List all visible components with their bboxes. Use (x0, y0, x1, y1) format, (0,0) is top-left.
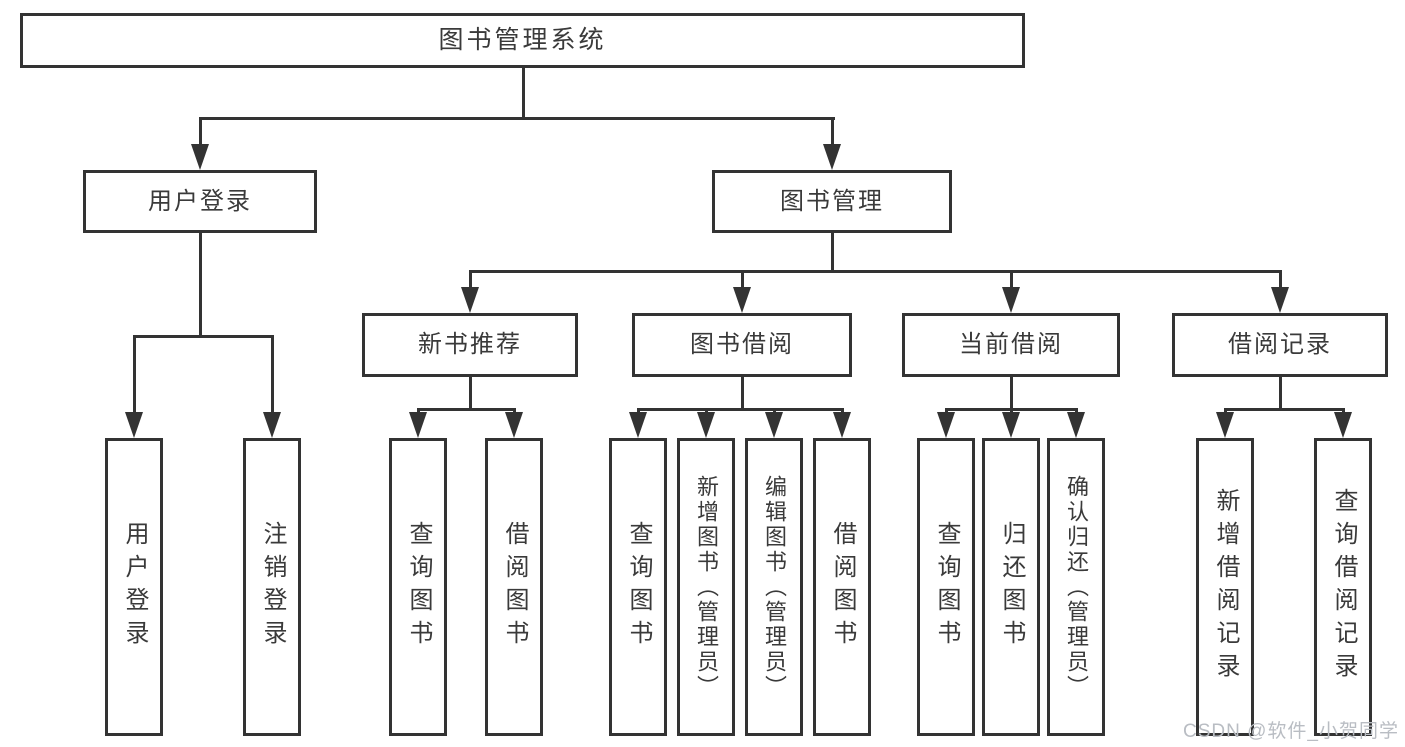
connector-line (270, 335, 274, 415)
node-user-login: 用户登录 (83, 170, 317, 233)
connector-arrow (1216, 412, 1234, 438)
node-book-management-system: 图书管理系统 (20, 13, 1025, 68)
connector-line (468, 270, 472, 290)
connector-arrow (1271, 287, 1289, 313)
node-label: 图书管理系统 (438, 26, 607, 54)
connector-line (1223, 408, 1345, 411)
node-borrowing-records: 借阅记录 (1172, 313, 1388, 377)
connector-arrow (409, 412, 427, 438)
connector-arrow (733, 287, 751, 313)
connector-arrow (1067, 412, 1085, 438)
connector-line (1278, 270, 1282, 290)
leaf-edit-books-admin: 编辑图书（管理员） (745, 438, 803, 736)
leaf-add-borrow-record: 新增借阅记录 (1196, 438, 1254, 736)
leaf-logout-login: 注销登录 (243, 438, 301, 736)
node-label: 借阅图书 (501, 521, 528, 653)
leaf-return-books: 归还图书 (982, 438, 1040, 736)
connector-line (1009, 270, 1013, 290)
connector-line (198, 117, 835, 120)
connector-line (944, 408, 948, 415)
leaf-query-books-borrow: 查询图书 (609, 438, 667, 736)
node-label: 借阅记录 (1228, 331, 1332, 358)
connector-arrow (697, 412, 715, 438)
node-label: 确认归还（管理员） (1064, 474, 1089, 700)
leaf-query-borrow-record: 查询借阅记录 (1314, 438, 1372, 736)
node-label: 图书管理 (780, 187, 884, 215)
connector-line (830, 117, 834, 147)
connector-line (830, 233, 834, 273)
connector-line (1009, 377, 1013, 410)
connector-arrow (1002, 287, 1020, 313)
connector-line (132, 335, 136, 415)
node-label: 用户登录 (121, 521, 148, 653)
connector-line (740, 270, 744, 290)
connector-arrow (1002, 412, 1020, 438)
node-label: 当前借阅 (959, 331, 1063, 358)
leaf-user-login: 用户登录 (105, 438, 163, 736)
node-new-book-recommend: 新书推荐 (362, 313, 578, 377)
connector-line (1074, 408, 1078, 415)
node-book-management: 图书管理 (712, 170, 952, 233)
connector-arrow (263, 412, 281, 438)
connector-line (1341, 408, 1345, 415)
connector-line (512, 408, 516, 415)
connector-arrow (823, 144, 841, 170)
leaf-confirm-return-admin: 确认归还（管理员） (1047, 438, 1105, 736)
connector-line (840, 408, 844, 415)
connector-arrow (937, 412, 955, 438)
connector-arrow (191, 144, 209, 170)
connector-line (636, 408, 844, 411)
connector-arrow (1334, 412, 1352, 438)
node-label: 新增图书（管理员） (694, 474, 719, 700)
node-label: 归还图书 (998, 521, 1025, 653)
node-label: 新书推荐 (418, 331, 522, 358)
node-current-borrowing: 当前借阅 (902, 313, 1120, 377)
node-label: 查询借阅记录 (1330, 488, 1357, 686)
connector-line (772, 408, 776, 415)
connector-arrow (629, 412, 647, 438)
node-label: 新增借阅记录 (1212, 488, 1239, 686)
connector-line (198, 117, 202, 147)
connector-line (468, 377, 472, 410)
node-label: 查询图书 (405, 521, 432, 653)
connector-line (636, 408, 640, 415)
node-label: 查询图书 (625, 521, 652, 653)
node-label: 图书借阅 (690, 331, 794, 358)
node-label: 用户登录 (148, 187, 252, 215)
connector-arrow (765, 412, 783, 438)
connector-line (132, 335, 274, 338)
node-label: 编辑图书（管理员） (762, 474, 787, 700)
connector-line (521, 68, 525, 120)
connector-arrow (461, 287, 479, 313)
connector-line (740, 377, 744, 410)
leaf-query-books-current: 查询图书 (917, 438, 975, 736)
node-label: 注销登录 (259, 521, 286, 653)
leaf-query-books-recommend: 查询图书 (389, 438, 447, 736)
connector-line (1223, 408, 1227, 415)
connector-line (704, 408, 708, 415)
connector-line (468, 270, 1282, 273)
connector-line (416, 408, 516, 411)
connector-arrow (505, 412, 523, 438)
connector-line (1278, 377, 1282, 410)
node-label: 查询图书 (933, 521, 960, 653)
connector-arrow (833, 412, 851, 438)
leaf-borrow-books-recommend: 借阅图书 (485, 438, 543, 736)
connector-line (416, 408, 420, 415)
connector-line (1009, 408, 1013, 415)
leaf-borrow-books-borrow: 借阅图书 (813, 438, 871, 736)
connector-arrow (125, 412, 143, 438)
watermark: CSDN @软件_小贺同学 (1183, 721, 1399, 742)
leaf-add-books-admin: 新增图书（管理员） (677, 438, 735, 736)
connector-line (198, 233, 202, 337)
node-book-borrowing: 图书借阅 (632, 313, 852, 377)
node-label: 借阅图书 (829, 521, 856, 653)
